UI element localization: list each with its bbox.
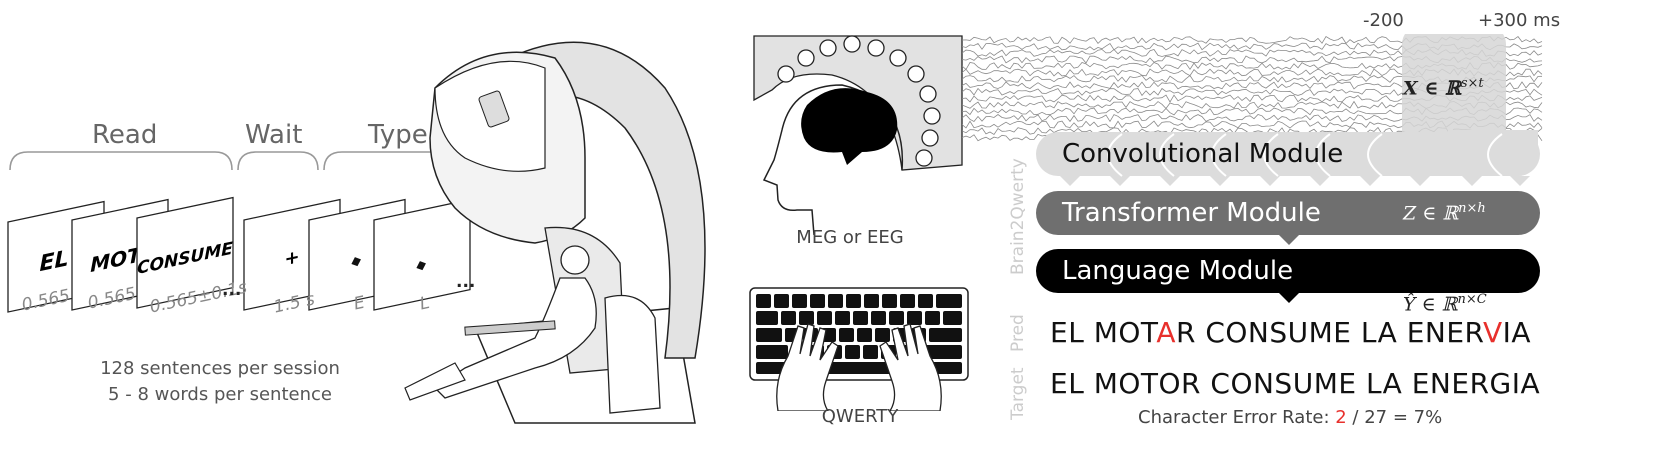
transformer-module: Transformer Module <box>1062 198 1321 228</box>
prediction-error-1: A <box>1156 316 1176 349</box>
time-window-start: -200 <box>1363 10 1404 31</box>
sensor-label: MEG or EEG <box>796 227 904 248</box>
wait-brace <box>237 151 319 171</box>
keyboard-label: QWERTY <box>821 406 899 427</box>
cer-errors: 2 <box>1335 407 1347 428</box>
y-formula-sup: n×C <box>1457 292 1487 307</box>
session-info-line-1: 128 sentences per session <box>100 358 340 379</box>
side-label-pred: Pred <box>1008 314 1028 352</box>
card-6 <box>373 198 471 311</box>
prediction-error-2: V <box>1482 316 1503 349</box>
card-1-text: EL <box>39 245 68 277</box>
card-6-dot <box>416 261 426 271</box>
person-head <box>560 245 590 275</box>
signal-traces <box>962 34 1543 144</box>
head-sensor-illustration <box>753 35 963 235</box>
card-4-text: + <box>284 246 299 270</box>
stimulus-cards: EL MOTO CONSUME + <box>7 196 471 313</box>
person-legs <box>404 362 466 401</box>
type-brace <box>323 151 460 171</box>
timing-3-ellipsis: ... <box>222 280 242 300</box>
scanner-side <box>604 294 661 414</box>
x-formula-main: X ∈ ℝ <box>1403 77 1461 100</box>
cer-line: Character Error Rate: 2 / 27 = 7% <box>1138 407 1442 428</box>
brain-shape <box>801 88 898 165</box>
prediction-sentence: EL MOTAR CONSUME LA ENERVIA <box>1050 316 1531 349</box>
x-formula: X ∈ ℝs×t <box>1403 76 1484 99</box>
language-module-shape <box>1036 249 1540 303</box>
card-3: CONSUME <box>136 196 234 309</box>
read-brace <box>9 151 233 171</box>
person-keyboard <box>464 320 556 336</box>
prediction-part-1: EL MOT <box>1050 316 1157 349</box>
keyboard-illustration <box>749 287 969 411</box>
z-formula-sup: n×h <box>1458 201 1486 216</box>
timing-6-ellipsis: ... <box>456 272 476 292</box>
target-sentence: EL MOTOR CONSUME LA ENERGIA <box>1050 367 1541 400</box>
time-window-highlight <box>1402 34 1506 144</box>
scanner-illustration <box>404 41 706 424</box>
side-label-model: Brain2Qwerty <box>1008 158 1028 275</box>
time-window-end: +300 ms <box>1478 10 1561 31</box>
side-label-target: Target <box>1008 367 1028 420</box>
sensor-dots <box>777 35 941 167</box>
session-info: 128 sentences per session 5 - 8 words pe… <box>60 356 380 408</box>
left-hand <box>776 323 839 411</box>
z-formula-main: Z ∈ ℝ <box>1403 202 1459 225</box>
session-info-line-2: 5 - 8 words per sentence <box>108 384 332 405</box>
language-module: Language Module <box>1062 256 1294 286</box>
prediction-part-3: IA <box>1502 316 1532 349</box>
z-formula: Z ∈ ℝn×h <box>1403 201 1486 224</box>
phase-braces <box>9 151 460 171</box>
phase-read-label: Read <box>92 120 158 150</box>
convolutional-module-shape <box>1036 130 1540 186</box>
y-formula-main: Ŷ ∈ ℝ <box>1403 293 1458 316</box>
x-formula-sup: s×t <box>1460 76 1484 91</box>
phase-type-label: Type <box>368 120 428 150</box>
transformer-module-shape <box>1036 191 1540 245</box>
cer-suffix: / 27 = 7% <box>1346 407 1443 428</box>
helmet-panel <box>478 90 510 128</box>
y-formula: Ŷ ∈ ℝn×C <box>1403 292 1487 315</box>
person-body <box>433 277 597 399</box>
right-hand <box>879 323 942 411</box>
convolutional-module: Convolutional Module <box>1062 139 1344 169</box>
scanner-arc <box>489 41 706 359</box>
phase-wait-label: Wait <box>245 120 303 150</box>
card-5-dot <box>351 257 361 267</box>
prediction-part-2: R CONSUME LA ENER <box>1175 316 1483 349</box>
cer-prefix: Character Error Rate: <box>1138 407 1336 428</box>
